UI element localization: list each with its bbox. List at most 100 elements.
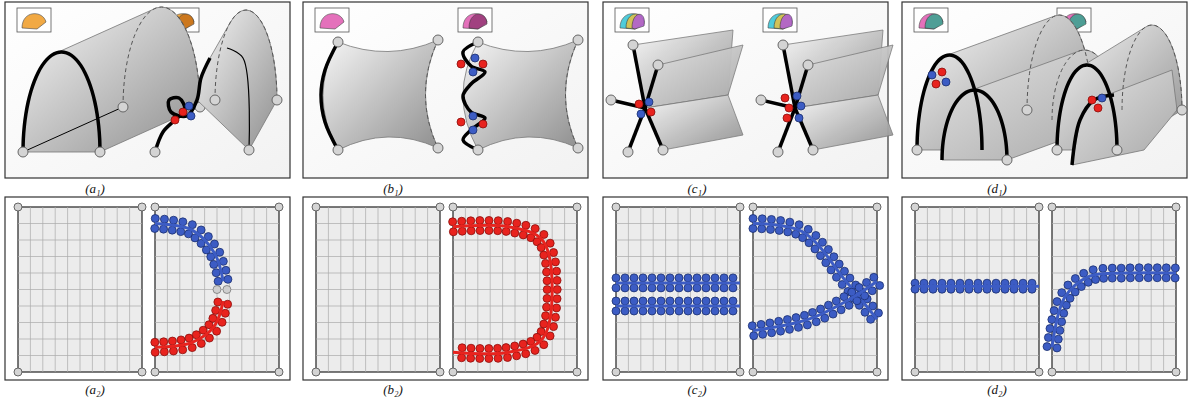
blue-point (612, 274, 620, 282)
grid-line (117, 207, 118, 372)
corner-point (473, 145, 483, 155)
grid-line (390, 207, 391, 372)
red-point (551, 313, 559, 321)
blue-point (657, 297, 665, 305)
blue-point (1126, 264, 1134, 272)
red-point (550, 323, 558, 331)
blue-point (675, 307, 683, 315)
blue-point (784, 228, 792, 236)
red-point (457, 118, 465, 126)
panel-frame (303, 197, 588, 380)
surface (323, 40, 438, 150)
blue-point (630, 297, 638, 305)
grid-line (104, 207, 105, 372)
red-point (457, 60, 465, 68)
blue-point (720, 284, 728, 292)
boundary-curve (463, 42, 485, 150)
blue-point (621, 307, 629, 315)
corner-point (272, 95, 282, 105)
corner-point (628, 40, 638, 50)
boundary-curve (795, 108, 813, 150)
grid-line (241, 207, 242, 372)
blue-point (630, 274, 638, 282)
blue-point (1098, 94, 1106, 102)
blue-point (1162, 274, 1170, 282)
boundary-curve (778, 108, 795, 152)
grid-line (316, 355, 440, 356)
inset-icon (615, 8, 649, 32)
blue-point (777, 327, 785, 335)
blue-point (767, 215, 775, 223)
blue-point (648, 284, 656, 292)
blue-point (720, 307, 728, 315)
corner-point (433, 35, 443, 45)
grid-line (266, 207, 267, 372)
surface (1072, 70, 1177, 165)
corner-point (433, 143, 443, 153)
corner-point (312, 368, 320, 376)
blue-point (177, 228, 185, 236)
red-point (783, 114, 791, 122)
red-point (543, 268, 551, 276)
corner-point (911, 368, 919, 376)
blue-point (1108, 264, 1116, 272)
blue-point (928, 71, 936, 79)
red-point (635, 100, 643, 108)
red-point (513, 352, 521, 360)
blue-point (797, 102, 805, 110)
red-point (151, 348, 159, 356)
corner-point (312, 203, 320, 211)
boundary-curve (155, 301, 223, 347)
boundary-curve (645, 65, 658, 108)
red-point (543, 277, 551, 285)
grid-line (453, 322, 577, 323)
blue-point (214, 277, 222, 285)
grid-line (316, 289, 440, 290)
grid-line (18, 289, 142, 290)
blue-point (758, 215, 766, 223)
blue-point (1099, 264, 1107, 272)
boundary-curve (23, 107, 123, 152)
blue-point (1089, 266, 1097, 274)
panel-a1 (17, 7, 282, 157)
blue-point (657, 307, 665, 315)
inset-shape (463, 14, 487, 29)
grid-line (616, 322, 740, 323)
blue-point (160, 215, 168, 223)
blue-point (1100, 274, 1108, 282)
blue-point (1144, 264, 1152, 272)
blue-point (1108, 274, 1116, 282)
blue-point (666, 297, 674, 305)
blue-point (1058, 318, 1066, 326)
blue-point (749, 215, 757, 223)
red-point (458, 354, 466, 362)
blue-point (630, 307, 638, 315)
grid-line (1163, 207, 1164, 372)
grid-line (915, 355, 1039, 356)
red-point (476, 354, 484, 362)
red-point (540, 320, 548, 328)
grid-line (1052, 339, 1176, 340)
parameter-grid (1052, 207, 1176, 372)
boundary-curve (628, 108, 645, 152)
red-point (476, 217, 484, 225)
corner-point (808, 145, 818, 155)
panel-label: (a₁) (85, 181, 105, 197)
red-point (467, 344, 475, 352)
parameter-grid (915, 207, 1039, 372)
inset-icon (458, 8, 492, 32)
blue-point (786, 218, 794, 226)
corner-point (612, 203, 620, 211)
blue-point (151, 215, 159, 223)
blue-point (1126, 274, 1134, 282)
blue-point (639, 274, 647, 282)
grey-point (213, 286, 221, 294)
blue-point (666, 274, 674, 282)
boundary-curve (616, 281, 740, 284)
corner-point (95, 147, 105, 157)
red-point (502, 344, 510, 352)
grid-line (1052, 355, 1176, 356)
blue-point (612, 297, 620, 305)
